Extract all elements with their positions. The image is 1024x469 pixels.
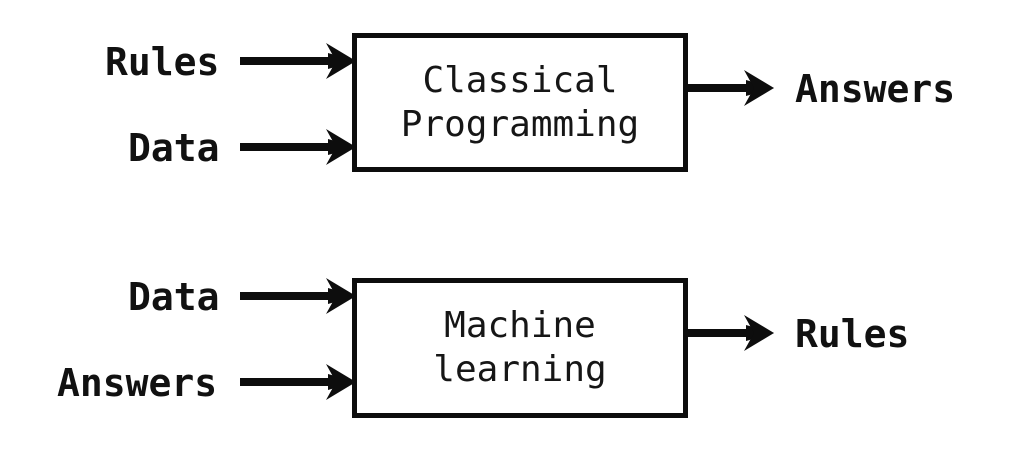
arrow-right-icon-input-data-ml (240, 274, 356, 318)
arrow-right-icon-output-answers (686, 66, 774, 110)
process-box-line-2: Programming (400, 103, 640, 145)
input-label-data-ml: Data (128, 275, 220, 319)
process-box-line-1: Machine (444, 305, 596, 346)
output-label-answers-classical: Answers (795, 67, 956, 111)
process-box-line-1: Classical (422, 59, 618, 101)
input-label-rules-classical: Rules (105, 40, 220, 84)
process-box-classical-programming[interactable]: Classical Programming (352, 33, 688, 172)
arrow-right-icon-input-data (240, 125, 356, 169)
input-label-data-classical: Data (128, 126, 220, 170)
input-label-answers-ml: Answers (57, 361, 218, 405)
arrow-right-icon-output-rules (686, 311, 774, 355)
process-box-line-2: learning (433, 349, 607, 390)
output-label-rules-ml: Rules (795, 312, 910, 356)
process-box-machine-learning[interactable]: Machine learning (352, 278, 688, 418)
arrow-right-icon-input-answers-ml (240, 360, 356, 404)
arrow-right-icon-input-rules (240, 39, 356, 83)
